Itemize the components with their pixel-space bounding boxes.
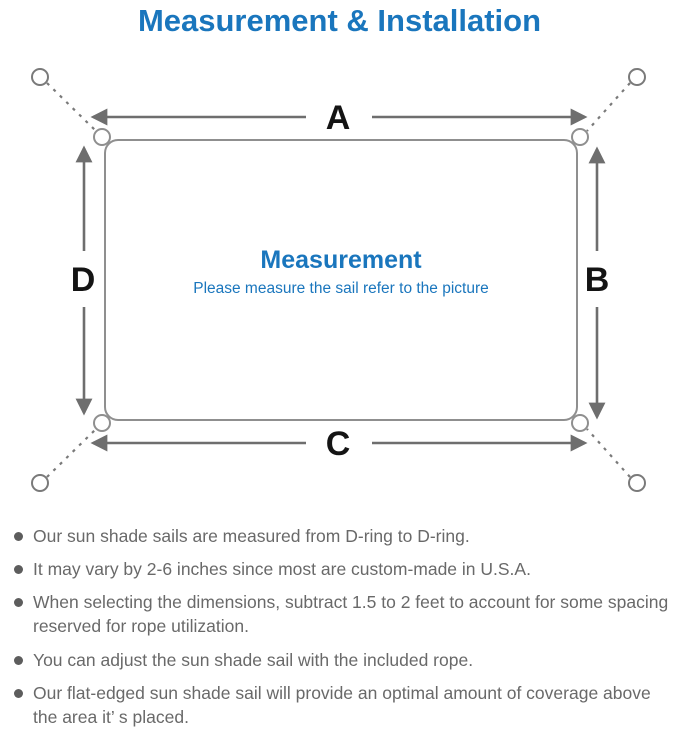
bullet-icon	[14, 655, 23, 665]
dimension-label-c: C	[326, 425, 351, 463]
rope-dashed-line-top-right	[586, 82, 631, 132]
note-text: You can adjust the sun shade sail with t…	[33, 649, 474, 670]
d-ring-top-left	[93, 128, 111, 146]
bullet-icon	[14, 565, 23, 575]
rope-dashed-line-bottom-right	[586, 428, 631, 478]
list-item: It may vary by 2-6 inches since most are…	[12, 557, 673, 581]
diagram-center-subtitle: Please measure the sail refer to the pic…	[193, 280, 489, 297]
anchor-point-top-left	[31, 68, 49, 86]
sail-outline	[104, 139, 578, 421]
list-item: You can adjust the sun shade sail with t…	[12, 648, 673, 672]
list-item: When selecting the dimensions, subtract …	[12, 590, 673, 638]
d-ring-bottom-left	[93, 414, 111, 432]
bullet-icon	[14, 688, 23, 698]
list-item: Our sun shade sails are measured from D-…	[12, 524, 673, 548]
bullet-icon	[14, 598, 23, 608]
anchor-point-top-right	[628, 68, 646, 86]
note-text: It may vary by 2-6 inches since most are…	[33, 559, 531, 580]
note-text: Our sun shade sails are measured from D-…	[33, 526, 470, 546]
dimension-label-b: B	[585, 261, 610, 299]
anchor-point-bottom-left	[31, 474, 49, 492]
notes-list: Our sun shade sails are measured from D-…	[0, 524, 679, 738]
dimension-label-d: D	[71, 261, 96, 299]
d-ring-bottom-right	[571, 414, 589, 432]
sail-measurement-diagram: A C D B Measurement Please measure the s…	[31, 68, 646, 492]
anchor-point-bottom-right	[628, 474, 646, 492]
dimension-label-a: A	[326, 99, 351, 137]
list-item: Our flat-edged sun shade sail will provi…	[12, 681, 673, 729]
bullet-icon	[14, 532, 23, 541]
rope-dashed-line-top-left	[46, 82, 97, 132]
page-title: Measurement & Installation	[137, 3, 542, 38]
rope-dashed-line-bottom-left	[46, 428, 97, 478]
note-text: Our flat-edged sun shade sail will provi…	[33, 682, 651, 727]
diagram-center-title: Measurement	[260, 246, 422, 274]
note-text: When selecting the dimensions, subtract …	[33, 592, 669, 637]
d-ring-top-right	[571, 128, 589, 146]
